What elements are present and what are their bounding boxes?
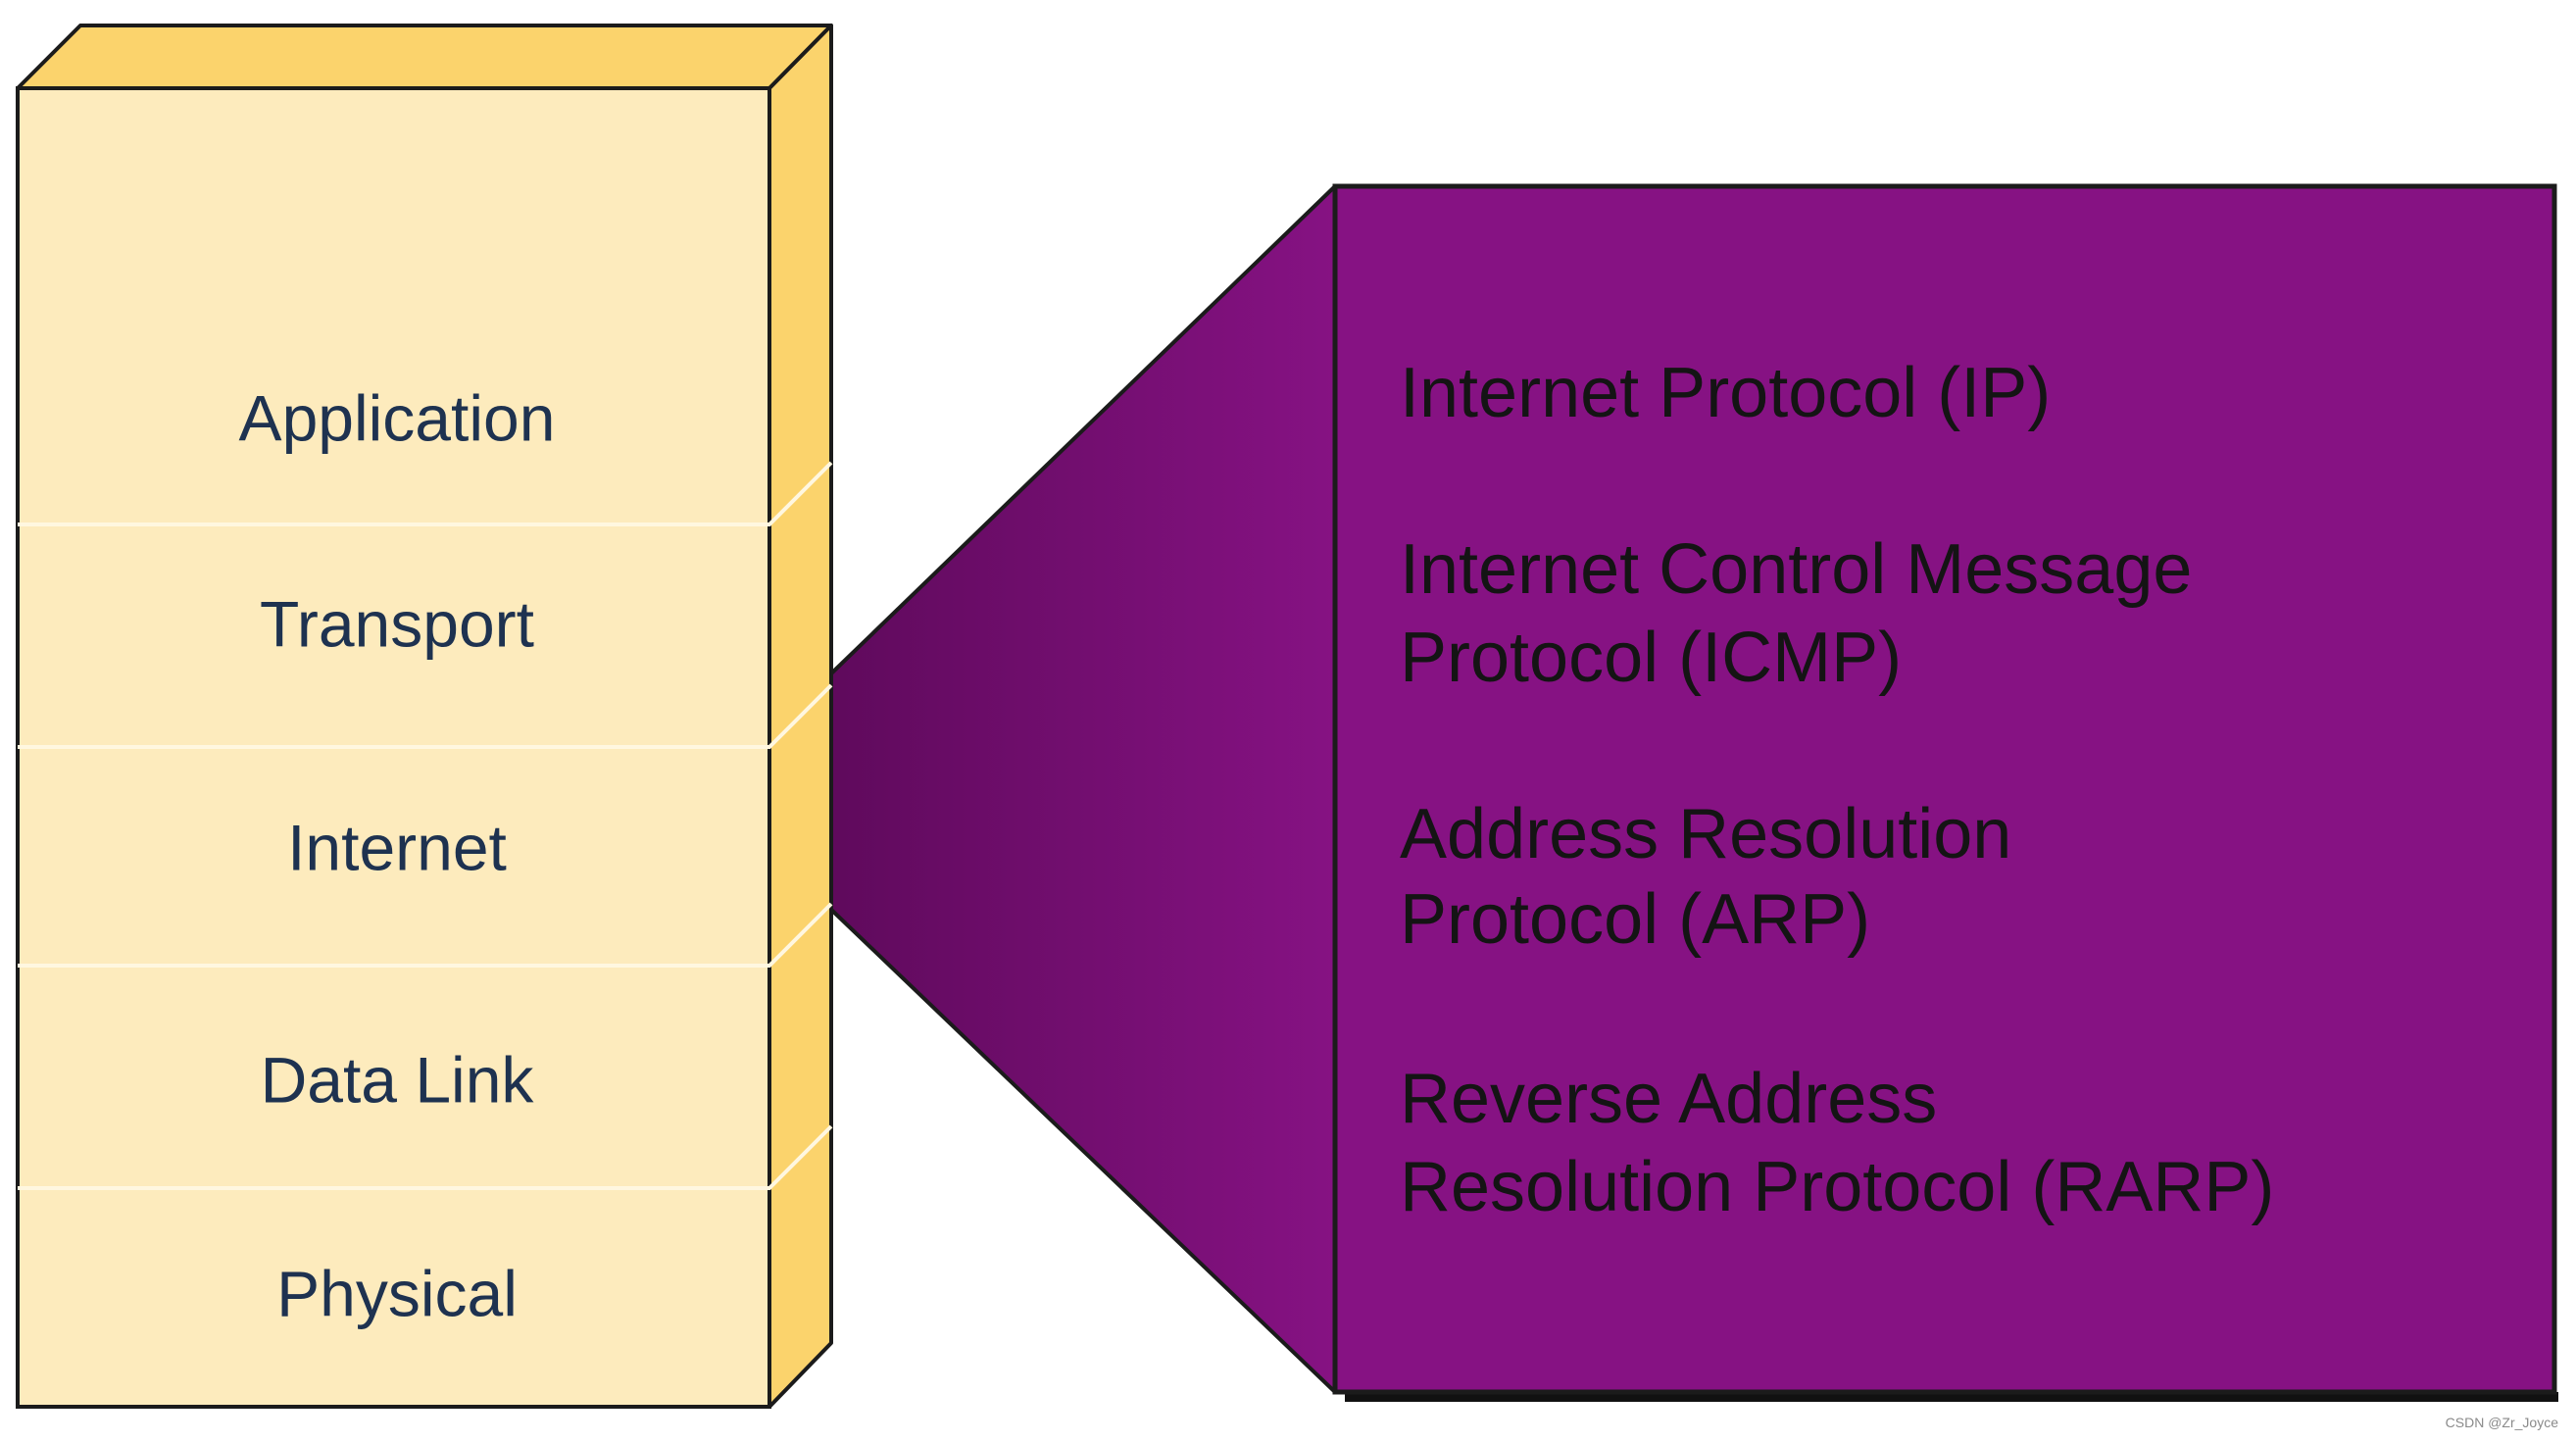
protocol-arp-line: Address Resolution [1400,795,2011,873]
layer-data-link-label: Data Link [261,1043,535,1116]
divider-line [18,902,833,968]
layer-stack: Application Transport Internet Data Link… [16,24,833,1409]
divider-line [18,461,833,526]
layer-physical-label: Physical [276,1257,518,1329]
layer-internet-label: Internet [287,811,507,883]
watermark: CSDN @Zr_Joyce [2446,1415,2559,1430]
protocol-arp: Address Resolution Protocol (ARP) [1400,795,2031,959]
divider-line [18,683,833,749]
protocol-panel: Internet Protocol (IP) Internet Control … [1332,183,2558,1402]
protocol-ip: Internet Protocol (IP) [1400,354,2051,432]
stack-top-face [16,24,833,90]
layer-application-label: Application [239,381,556,454]
divider-line [18,1124,833,1190]
protocol-ip-line: Internet Protocol (IP) [1400,354,2051,432]
protocol-rarp-line: Reverse Address [1400,1060,1937,1138]
protocol-icmp-line: Protocol (ICMP) [1400,619,1902,697]
protocol-icmp-line: Internet Control Message [1400,530,2192,609]
protocol-icmp: Internet Control Message Protocol (ICMP) [1400,530,2211,697]
layer-transport-label: Transport [260,587,534,660]
protocol-panel-box [1332,183,2557,1395]
layer-dividers [18,461,833,1190]
protocol-rarp-line: Resolution Protocol (RARP) [1400,1148,2274,1226]
protocol-arp-line: Protocol (ARP) [1400,880,1870,959]
protocol-rarp: Reverse Address Resolution Protocol (RAR… [1400,1060,2274,1226]
connector-wedge [826,184,1337,1394]
